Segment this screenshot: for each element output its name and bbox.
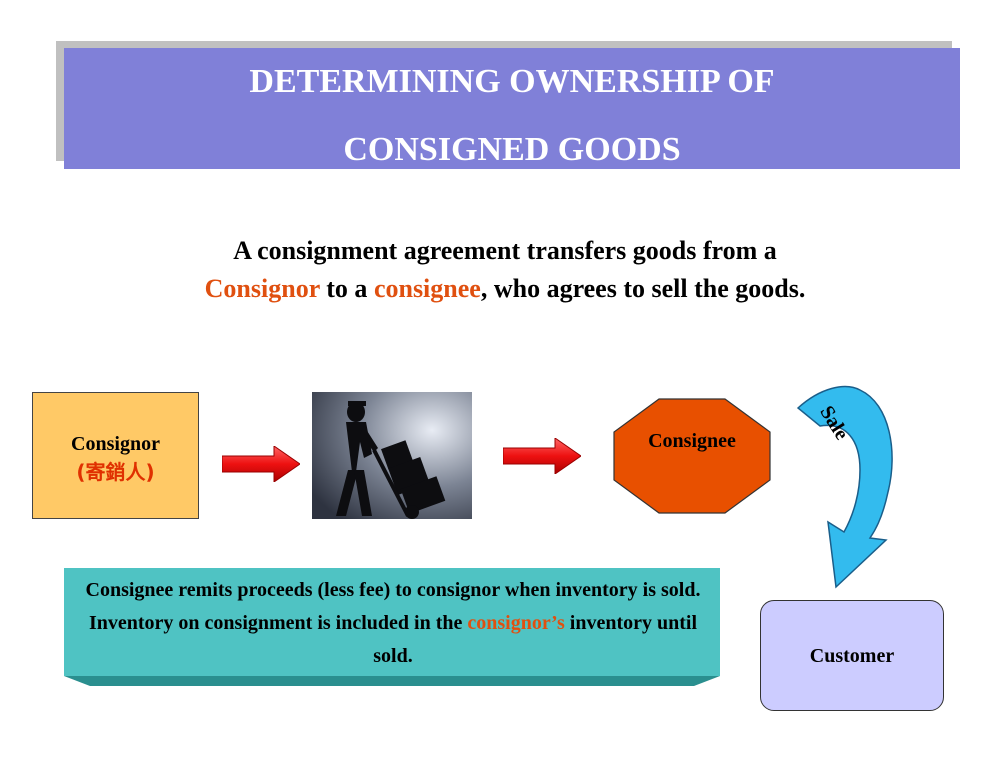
- subtitle-consignor: Consignor: [204, 274, 320, 303]
- title-line-2: CONSIGNED GOODS: [343, 131, 681, 168]
- subtitle: A consignment agreement transfers goods …: [60, 232, 950, 308]
- subtitle-to: to a: [319, 274, 374, 303]
- customer-box: Customer: [760, 600, 944, 711]
- subtitle-line-2: Consignor to a consignee, who agrees to …: [60, 270, 950, 308]
- note-part-1: Consignee remits proceeds (less fee) to …: [85, 579, 701, 634]
- subtitle-end: , who agrees to sell the goods.: [480, 274, 806, 303]
- subtitle-line-1: A consignment agreement transfers goods …: [233, 236, 777, 265]
- consignor-box: Consignor (寄銷人): [32, 392, 199, 519]
- consignor-label: Consignor: [71, 433, 160, 455]
- note-part-2: inventory until sold.: [373, 612, 698, 667]
- note-highlight: consignor’s: [467, 612, 565, 634]
- consignee-octagon: [613, 398, 771, 514]
- note-banner-shape: [64, 568, 720, 686]
- note-text: Consignee remits proceeds (less fee) to …: [70, 574, 716, 673]
- title-banner: DETERMINING OWNERSHIP OF CONSIGNED GOODS: [64, 48, 960, 169]
- delivery-worker-image: [312, 392, 472, 519]
- right-arrow-icon: [222, 446, 300, 482]
- sale-curved-arrow-icon: [796, 385, 893, 589]
- title-line-1: DETERMINING OWNERSHIP OF: [249, 63, 775, 100]
- subtitle-consignee: consignee: [373, 274, 481, 303]
- consignee-label: Consignee: [648, 430, 736, 452]
- right-arrow-icon: [503, 438, 581, 474]
- consignor-chinese-label: (寄銷人): [76, 460, 155, 484]
